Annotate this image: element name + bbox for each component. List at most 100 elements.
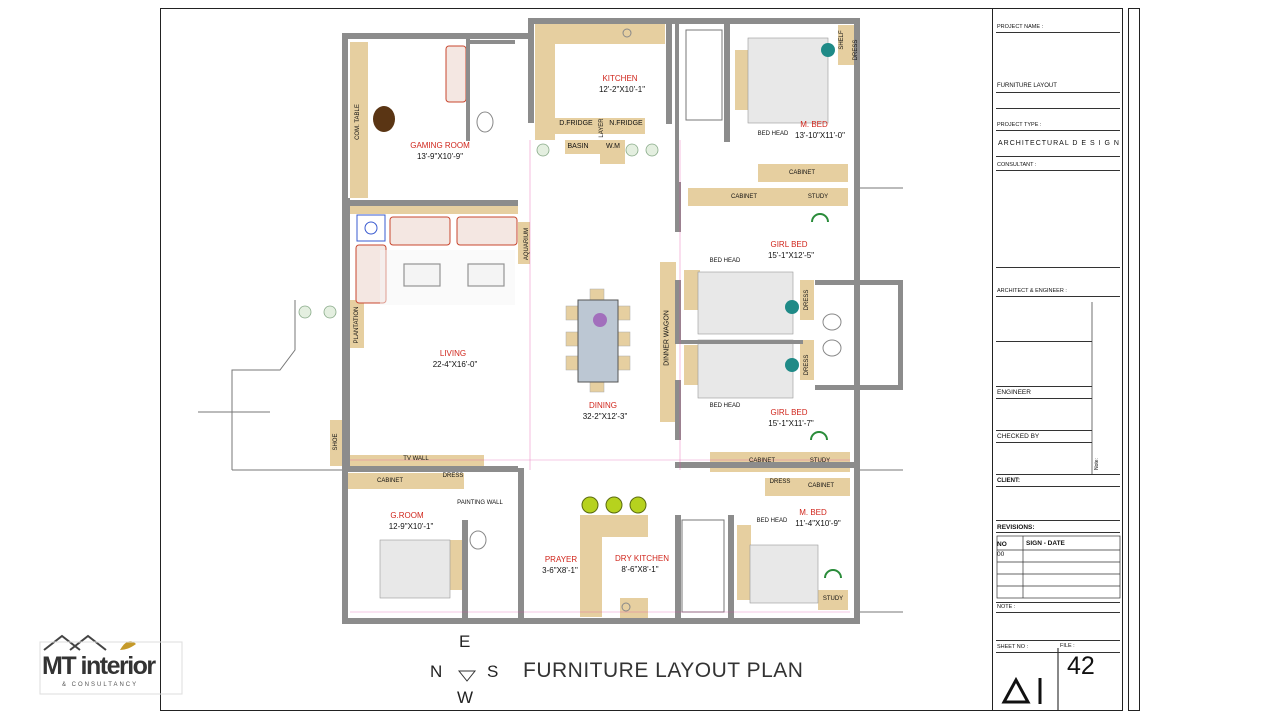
study-chair xyxy=(811,213,829,223)
wood-panel xyxy=(350,300,364,348)
tb-line xyxy=(996,170,1120,171)
sink xyxy=(622,28,632,38)
chaise xyxy=(445,45,467,103)
tb-rev-no: NO xyxy=(997,541,1007,548)
toilet xyxy=(476,111,494,133)
tb-client: CLIENT: xyxy=(997,478,1020,484)
tb-line xyxy=(996,108,1120,109)
wall xyxy=(342,200,518,206)
fixture-label: CABINET xyxy=(730,194,758,200)
room-dimension: 15'-1"X11'-7" xyxy=(768,419,814,428)
room-name: G.ROOM xyxy=(390,511,424,520)
bed xyxy=(747,37,829,124)
beds xyxy=(379,37,829,604)
fixture-label: D.FRIDGE xyxy=(559,120,593,127)
bed xyxy=(697,339,794,399)
tb-line xyxy=(996,612,1120,613)
wall xyxy=(518,468,524,618)
compass-north: N xyxy=(430,662,443,681)
wood-panel xyxy=(555,118,645,134)
wall xyxy=(675,380,681,440)
wall xyxy=(342,466,518,472)
toilet-outline xyxy=(681,519,725,613)
sheet-edge-strip xyxy=(1128,8,1140,711)
room-dimension: 12'-2"X10'-1" xyxy=(598,85,646,94)
fixture-label: BED HEAD xyxy=(756,518,788,524)
wood-panel xyxy=(688,188,848,206)
wall xyxy=(675,515,681,618)
tb-line xyxy=(996,640,1120,641)
chair xyxy=(589,288,605,302)
wood-panel xyxy=(580,537,602,617)
wood-panel xyxy=(580,515,648,537)
fixture-label: STUDY xyxy=(822,596,844,602)
wood-panel xyxy=(344,473,464,489)
logo-main: MT interior xyxy=(42,652,156,680)
plant xyxy=(629,496,647,514)
fixture-label: BED HEAD xyxy=(709,403,741,409)
study-chairs xyxy=(810,213,842,579)
bed xyxy=(379,539,451,599)
plants-grey xyxy=(298,143,659,319)
plant xyxy=(323,305,337,319)
room-dimension: 15'-1"X12'-5" xyxy=(767,251,815,260)
fixture-label: DRESS xyxy=(442,473,464,479)
tb-line xyxy=(996,386,1092,387)
plants xyxy=(581,496,647,514)
tb-rev-first: 00 xyxy=(997,551,1005,558)
flower-vase xyxy=(593,313,607,327)
toilet-outline xyxy=(685,29,723,121)
fixture-label: AQUARIUM xyxy=(524,227,530,261)
aquarium-icon xyxy=(356,214,386,242)
gaming-chair xyxy=(373,106,395,132)
title-block-frame xyxy=(993,8,1123,711)
tb-drawing-title: FURNITURE LAYOUT xyxy=(997,83,1057,89)
wood-panel xyxy=(350,42,368,198)
tb-project-type-value: ARCHITECTURAL D E S I G N xyxy=(998,140,1120,147)
compass-triangle xyxy=(457,670,477,682)
entry-bay xyxy=(231,300,296,470)
tb-architect: ARCHITECT & ENGINEER : xyxy=(997,288,1067,294)
fixture-label: W.M xyxy=(606,143,620,150)
wood-panel xyxy=(660,262,676,422)
wall xyxy=(675,340,803,344)
wall xyxy=(466,39,470,141)
tb-line xyxy=(996,398,1092,399)
dining-set xyxy=(565,288,631,393)
tb-line xyxy=(996,652,1120,653)
wood-panel xyxy=(535,40,555,140)
plant xyxy=(645,143,659,157)
fixture-label: PLANTATION xyxy=(354,306,360,344)
tb-line xyxy=(996,341,1092,342)
wood-panel xyxy=(535,24,665,44)
fixture-label: BED HEAD xyxy=(757,131,789,137)
room-dimension: 13'-10"X11'-0" xyxy=(795,131,845,140)
wood-panel xyxy=(620,598,648,618)
room-dimension: 22-4"X16'-0" xyxy=(432,360,478,369)
tb-rev-sign: SIGN - DATE xyxy=(1026,540,1065,547)
tb-line xyxy=(996,520,1120,521)
room-name: GIRL BED xyxy=(770,240,808,249)
tb-consultant: CONSULTANT : xyxy=(997,162,1037,168)
chair xyxy=(785,358,799,372)
wall xyxy=(342,466,348,624)
fixture-label: CABINET xyxy=(376,478,404,484)
plant xyxy=(536,143,550,157)
fixture-label: LAYER xyxy=(599,118,605,138)
wall xyxy=(675,24,679,184)
wall xyxy=(815,385,903,390)
fixture-label: DRESS xyxy=(853,39,859,61)
wall xyxy=(470,40,515,44)
fixture-label: COM. TABLE xyxy=(355,104,361,140)
fixture-label: SHOE xyxy=(333,433,339,451)
wood-panel xyxy=(735,50,749,110)
wood-panel xyxy=(684,345,700,385)
tb-file: FILE : xyxy=(1060,643,1075,649)
tb-sheet-no: SHEET NO : xyxy=(997,644,1029,650)
wall xyxy=(675,280,681,340)
a1-brand-mark xyxy=(1001,648,1059,710)
logo-sub: & CONSULTANCY xyxy=(62,682,139,688)
tb-project-name: PROJECT NAME : xyxy=(997,24,1044,30)
living-rug xyxy=(380,250,515,305)
tb-line xyxy=(996,267,1120,268)
